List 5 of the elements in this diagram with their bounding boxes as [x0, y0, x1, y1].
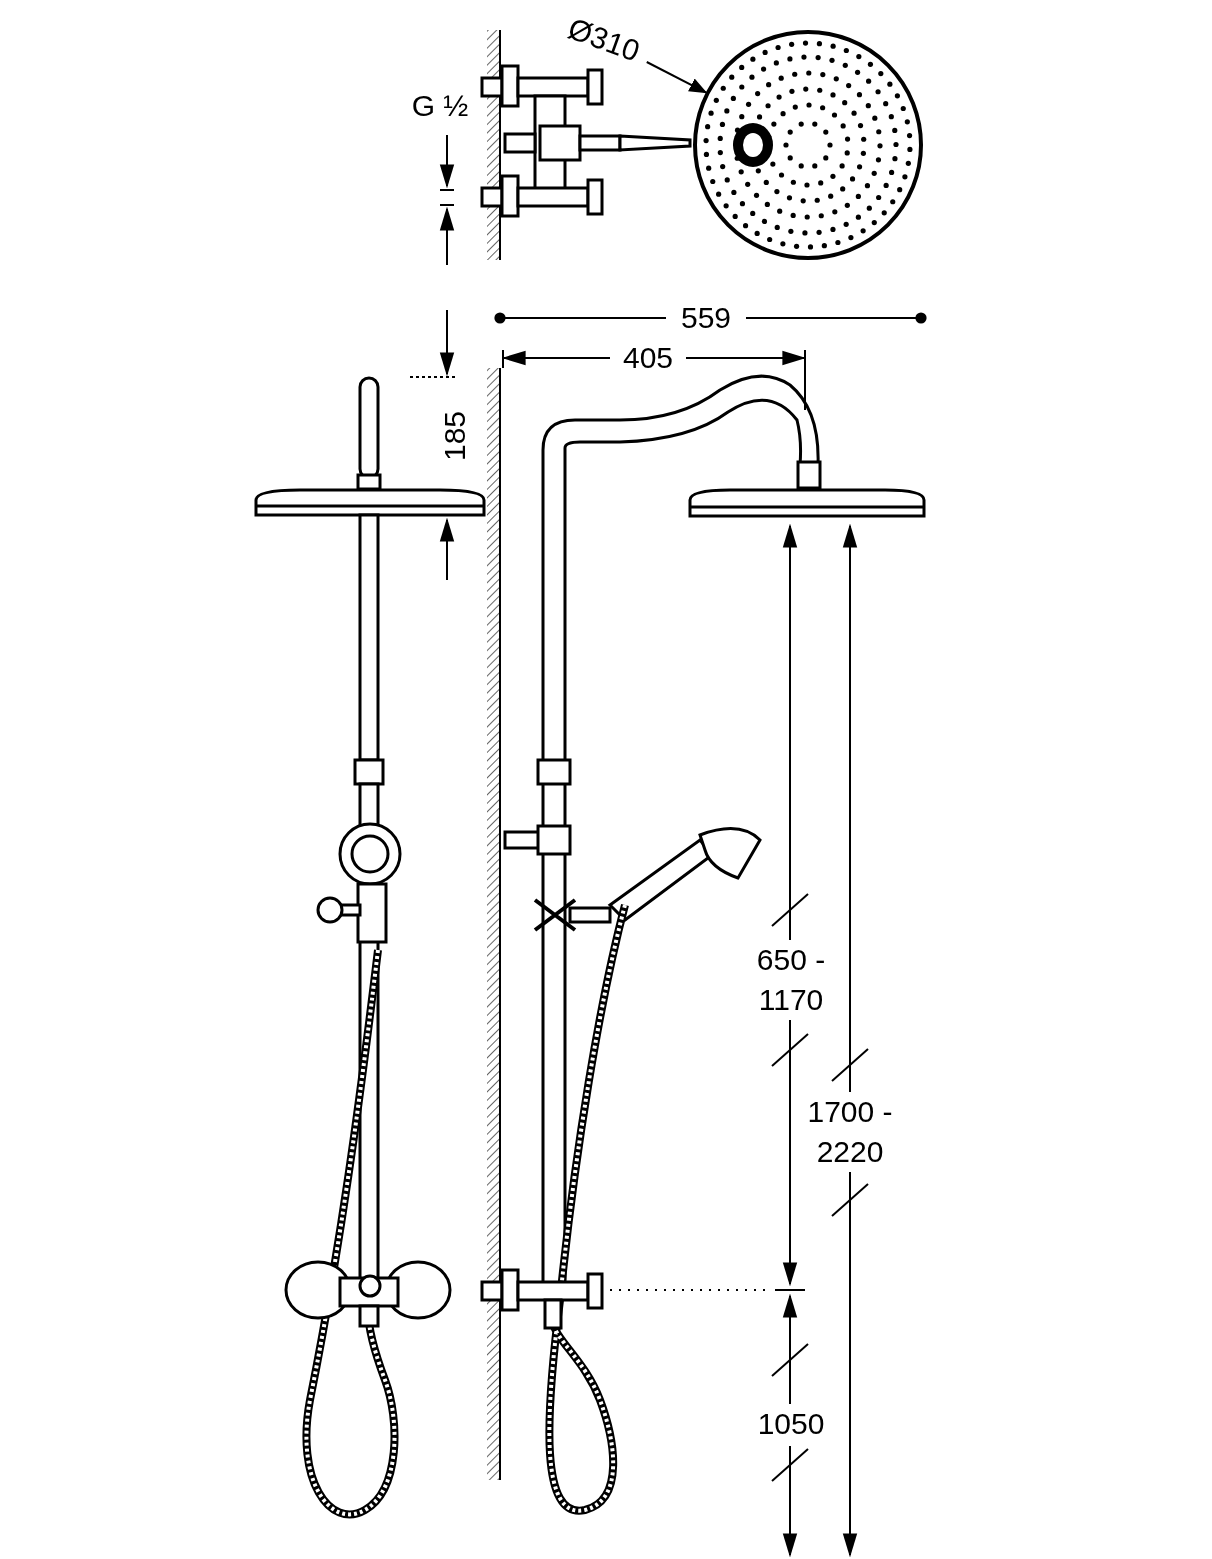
- leader-line: [645, 61, 708, 94]
- dimension-text: 185: [437, 409, 472, 464]
- shower-head-top-view-drawing: [693, 30, 923, 260]
- dimension-text: Ø310: [551, 2, 657, 78]
- dimension-text: G ½: [410, 88, 470, 124]
